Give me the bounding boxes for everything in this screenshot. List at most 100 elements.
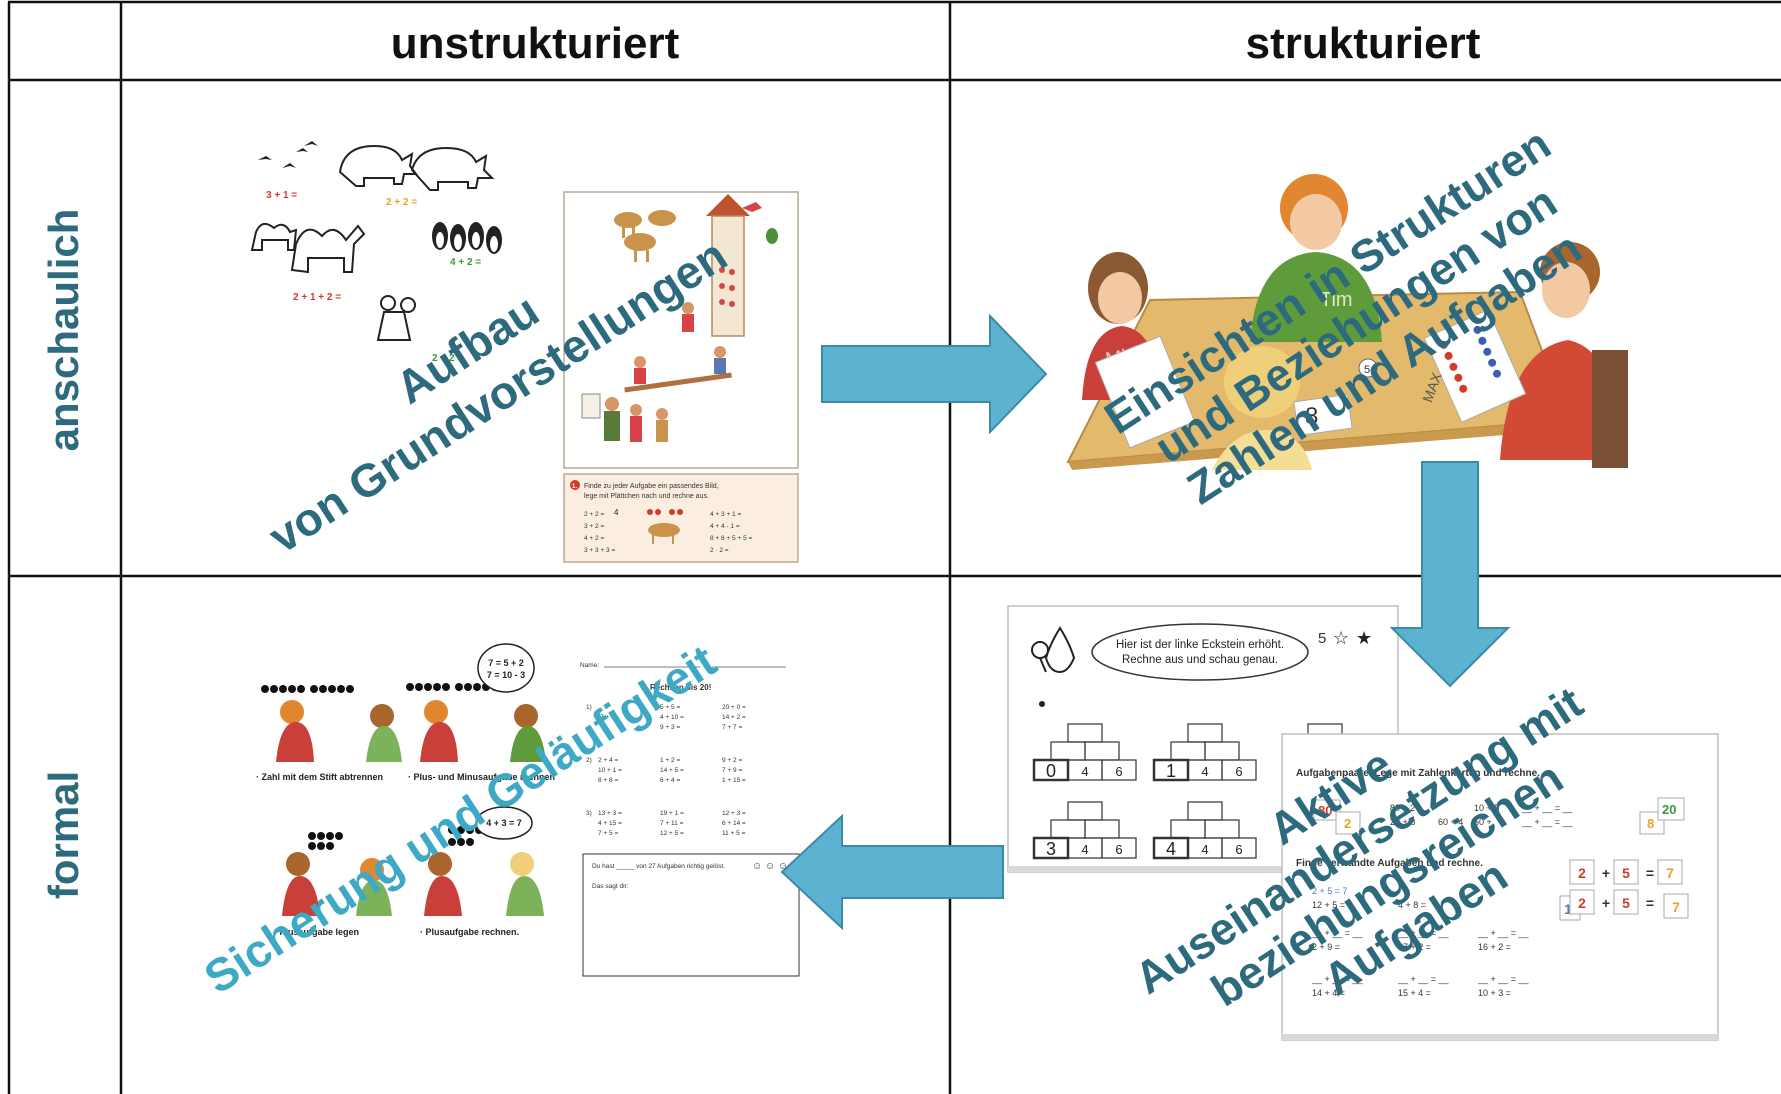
col-b-r3: 15 + 4 = xyxy=(1398,988,1431,998)
ws-s3-c1-r1: 13 + 3 = xyxy=(598,810,622,817)
mascot-icon xyxy=(1031,626,1076,674)
speech-line2: Rechne aus und schau genau. xyxy=(1122,654,1278,666)
col-a-blank2: __ + __ = __ xyxy=(1311,974,1364,984)
equation-tiles: 2 + 5 = 7 1 2 + 5 = 7 xyxy=(1559,859,1689,921)
ws-s1-num: 1) xyxy=(586,704,592,711)
task-sheet: Aufgabenpaare. Lege mit Zahlenkarten und… xyxy=(1281,733,1719,1041)
child-max xyxy=(1500,242,1628,468)
sum-2-plus-1-plus-2: 2 + 1 + 2 = xyxy=(293,292,341,303)
ws-s2-c2-r3: 6 + 4 = xyxy=(660,777,680,784)
ws-s3-num: 3) xyxy=(586,810,592,817)
tile2-a: 2 xyxy=(1578,895,1586,911)
task-sheet-heading2: Finde verwandte Aufgaben und rechne. xyxy=(1296,858,1483,869)
task-c1-r3: 4 + 2 = xyxy=(584,535,604,542)
tile2-c: 7 xyxy=(1672,899,1680,915)
children-sketch xyxy=(376,295,416,341)
worksheet: Name: Rechnen bis 20! 1) 7 + 5 + 5 = 4 +… xyxy=(580,662,800,977)
task-c2-r2: 4 + 4 - 1 = xyxy=(710,523,740,530)
pyramid-numbers: 0 4 6 1 4 6 3 4 6 4 4 6 xyxy=(1046,761,1243,859)
animal-sketches: 3 + 1 = 2 + 2 = 4 + 2 = 2 + 1 + 2 = 2 + xyxy=(250,141,502,364)
col-b-blank2: __ + __ = __ xyxy=(1397,974,1450,984)
task-sheet-col-c: __ + __ = __ 16 + 2 = __ + __ = __ 10 + … xyxy=(1477,928,1530,998)
workbook-page: 1. Finde zu jeder Aufgabe ein passendes … xyxy=(563,191,799,563)
worksheet-title: Rechnen bis 20! xyxy=(650,683,711,692)
ws-s3-c3-r1: 12 + 3 = xyxy=(722,810,746,817)
rhino-icons xyxy=(338,144,495,191)
card-8: 8 xyxy=(1647,816,1654,831)
flow-arrows xyxy=(780,313,1511,931)
row-header-formal: formal xyxy=(40,771,87,899)
sum-3-plus-1: 3 + 1 = xyxy=(266,190,297,201)
tile1-a: 2 xyxy=(1578,865,1586,881)
pyr1-b: 4 xyxy=(1081,764,1088,779)
pyr3-c: 6 xyxy=(1115,842,1122,857)
row1-c: 60 + 4 xyxy=(1438,817,1463,827)
task-c1-r1: 2 + 2 = xyxy=(584,511,604,518)
task-sheet-col-a: 2 + 5 = 7 12 + 5 = __ + __ = __ 2 + 9 = … xyxy=(1311,886,1364,998)
pyr3-a: 3 xyxy=(1046,839,1056,859)
star-filled-icon: ★ xyxy=(1356,628,1372,648)
card-2: 2 xyxy=(1344,816,1351,831)
arrow-right-icon xyxy=(821,313,1048,435)
task-c1-r2: 3 + 2 = xyxy=(584,523,604,530)
bubble1-line1: 7 = 5 + 2 xyxy=(488,658,524,668)
ws-s2-c1-r1: 2 + 4 = xyxy=(598,757,618,764)
child-tim: Tim xyxy=(1250,174,1382,342)
arrow-left-icon xyxy=(780,813,1004,931)
col-a-r4: 14 + 4 = xyxy=(1312,988,1345,998)
ws-s2-c1-r2: 10 + 1 = xyxy=(598,767,622,774)
task-sheet-heading1: Aufgabenpaare. Lege mit Zahlenkarten und… xyxy=(1296,768,1540,779)
level-number: 5 xyxy=(1318,630,1326,647)
bubble2-text: 4 + 3 = 7 xyxy=(486,818,522,828)
ws-s2-c1-r3: 8 + 8 = xyxy=(598,777,618,784)
pyr3-b: 4 xyxy=(1081,842,1088,857)
row1-a: 80 + 2 xyxy=(1390,803,1415,813)
ws-s3-c3-r3: 11 + 5 = xyxy=(722,830,746,837)
tile1-eq: = xyxy=(1646,865,1654,881)
pyr4-b: 4 xyxy=(1201,842,1208,857)
caption-3: · Plusaufgabe legen xyxy=(274,927,359,937)
task-c1-r1-answer: 4 xyxy=(614,508,619,517)
thought-bubble-1: 7 = 5 + 2 7 = 10 - 3 xyxy=(477,643,535,693)
ws-s3-c2-r1: 19 + 1 = xyxy=(660,810,684,817)
task-sheet-col-b: 4 + 8 = __ + __ = __ 17 + 2 = __ + __ = … xyxy=(1397,900,1450,998)
row-header-anschaulich: anschaulich xyxy=(40,209,87,452)
col-a-r2: 12 + 5 = xyxy=(1312,900,1345,910)
star-outline-icon: ☆ xyxy=(1333,628,1349,648)
ws-s1-c3-r1: 20 + 0 = xyxy=(722,704,746,711)
row1-blank2: __ + __ = __ xyxy=(1521,817,1574,827)
ws-s3-c1-r3: 7 + 5 = xyxy=(598,830,618,837)
worksheet-name-label: Name: xyxy=(580,662,599,669)
arrow-down-icon xyxy=(1389,461,1511,688)
task-c2-r1: 4 + 3 + 1 = xyxy=(710,511,741,518)
bottom-left-illustration: 7 = 5 + 2 7 = 10 - 3 4 + 3 = 7 · Zahl mi… xyxy=(256,643,555,937)
row1-b: 20 + 8 xyxy=(1390,817,1415,827)
ws-s2-c2-r1: 1 + 2 = xyxy=(660,757,680,764)
col-a-r3: 2 + 9 = xyxy=(1312,942,1340,952)
task-instruction-line2: lege mit Plättchen nach und rechne aus. xyxy=(584,493,709,500)
grid-lines xyxy=(7,0,1781,1094)
task-mini-drawing xyxy=(647,509,683,544)
col-c-r1: 16 + 2 = xyxy=(1478,942,1511,952)
bubble1-line2: 7 = 10 - 3 xyxy=(487,670,525,680)
number-card-8: 8 xyxy=(1305,403,1318,430)
col-b-blank: __ + __ = __ xyxy=(1397,928,1450,938)
speech-line1: Hier ist der linke Eckstein erhöht. xyxy=(1116,639,1284,651)
card-80: 80 xyxy=(1318,803,1332,818)
row1-d: 10 + 5 xyxy=(1474,803,1499,813)
ws-s1-c1-r2: 7 + xyxy=(600,714,609,721)
chip-5: 5 xyxy=(1364,364,1370,376)
ws-s2-c3-r2: 7 + 9 = xyxy=(722,767,742,774)
ws-s3-c2-r3: 12 + 5 = xyxy=(660,830,684,837)
col-b-r2: 17 + 2 = xyxy=(1398,942,1431,952)
penguin-icons xyxy=(432,222,502,254)
tile1-plus: + xyxy=(1602,865,1610,881)
ws-s3-c2-r2: 7 + 11 = xyxy=(660,820,684,827)
tile2-eq: = xyxy=(1646,895,1654,911)
col-a-r1: 2 + 5 = 7 xyxy=(1312,886,1348,896)
ws-s2-c3-r3: 1 + 15 = xyxy=(722,777,746,784)
ws-s3-c1-r2: 4 + 15 = xyxy=(598,820,622,827)
tile1-b: 5 xyxy=(1622,865,1630,881)
seesaw-children xyxy=(581,302,732,442)
sum-2-plus-2: 2 + 2 = xyxy=(386,197,417,208)
